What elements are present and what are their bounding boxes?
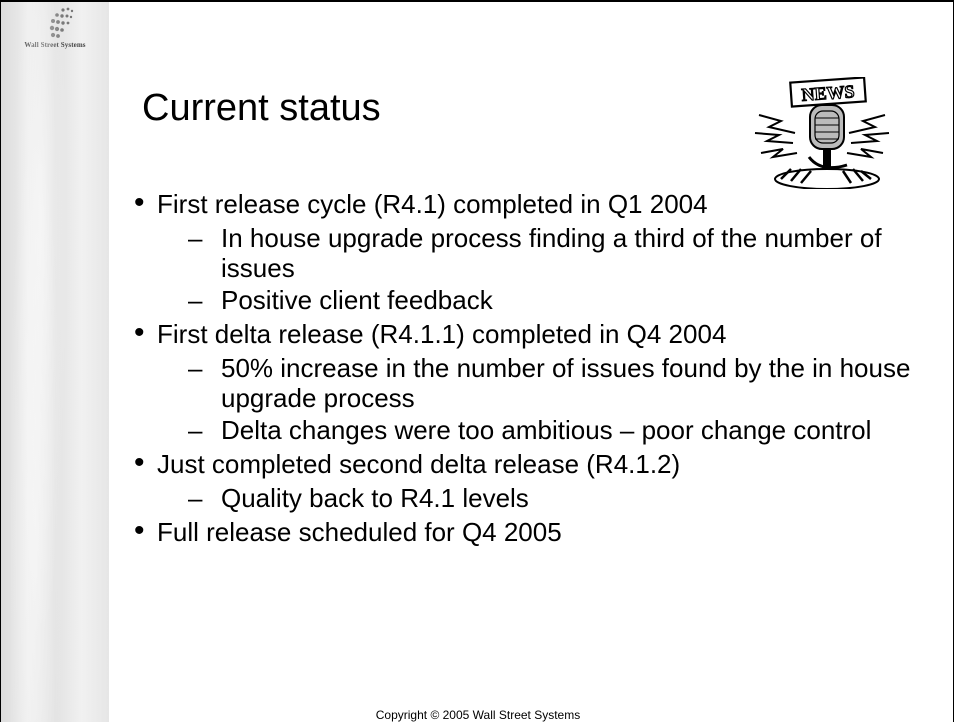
decorative-side-strip: Wall Street Systems	[1, 2, 109, 722]
sub-bullet-text: Quality back to R4.1 levels	[221, 483, 529, 513]
dash-icon: –	[188, 353, 203, 383]
bullet-text: Full release scheduled for Q4 2005	[157, 517, 562, 547]
logo-text: Wall Street Systems	[24, 41, 86, 49]
bullet-text: First delta release (R4.1.1) completed i…	[157, 319, 727, 349]
sub-bullet-text: 50% increase in the number of issues fou…	[221, 353, 911, 413]
bullet-dot-icon: •	[134, 186, 145, 219]
bullet-dot-icon: •	[134, 316, 145, 349]
news-sign-text: NEWS	[801, 81, 855, 105]
slide-title: Current status	[142, 87, 381, 129]
logo-dots-icon	[49, 7, 74, 38]
bullet-text: First release cycle (R4.1) completed in …	[157, 189, 708, 219]
dash-icon: –	[188, 483, 203, 513]
sub-bullet-item: –50% increase in the number of issues fo…	[157, 353, 945, 413]
sub-bullet-text: Positive client feedback	[221, 285, 493, 315]
dash-icon: –	[188, 223, 203, 253]
sub-bullet-item: –In house upgrade process finding a thir…	[157, 223, 945, 283]
bullet-item: • Just completed second delta release (R4…	[125, 446, 945, 513]
bullet-text: Just completed second delta release (R4.…	[157, 449, 681, 479]
news-microphone-icon: NEWS	[751, 76, 893, 190]
sub-bullet-text: In house upgrade process finding a third…	[221, 223, 882, 283]
sub-bullet-item: –Positive client feedback	[157, 285, 945, 315]
bullet-item: • Full release scheduled for Q4 2005	[125, 514, 945, 549]
sub-bullet-list: –50% increase in the number of issues fo…	[157, 353, 945, 445]
dash-icon: –	[188, 285, 203, 315]
company-logo: Wall Street Systems	[5, 4, 105, 58]
dash-icon: –	[188, 415, 203, 445]
bullet-item: • First delta release (R4.1.1) completed …	[125, 316, 945, 445]
bullet-item: • First release cycle (R4.1) completed in…	[125, 186, 945, 315]
sub-bullet-item: –Delta changes were too ambitious – poor…	[157, 415, 945, 445]
footer-copyright: Copyright © 2005 Wall Street Systems	[375, 708, 581, 722]
sub-bullet-text: Delta changes were too ambitious – poor …	[221, 415, 872, 445]
bullet-dot-icon: •	[134, 514, 145, 547]
bullet-list: • First release cycle (R4.1) completed in…	[125, 186, 945, 552]
sub-bullet-item: –Quality back to R4.1 levels	[157, 483, 945, 513]
bullet-dot-icon: •	[134, 446, 145, 479]
sub-bullet-list: –In house upgrade process finding a thir…	[157, 223, 945, 315]
sub-bullet-list: –Quality back to R4.1 levels	[157, 483, 945, 513]
